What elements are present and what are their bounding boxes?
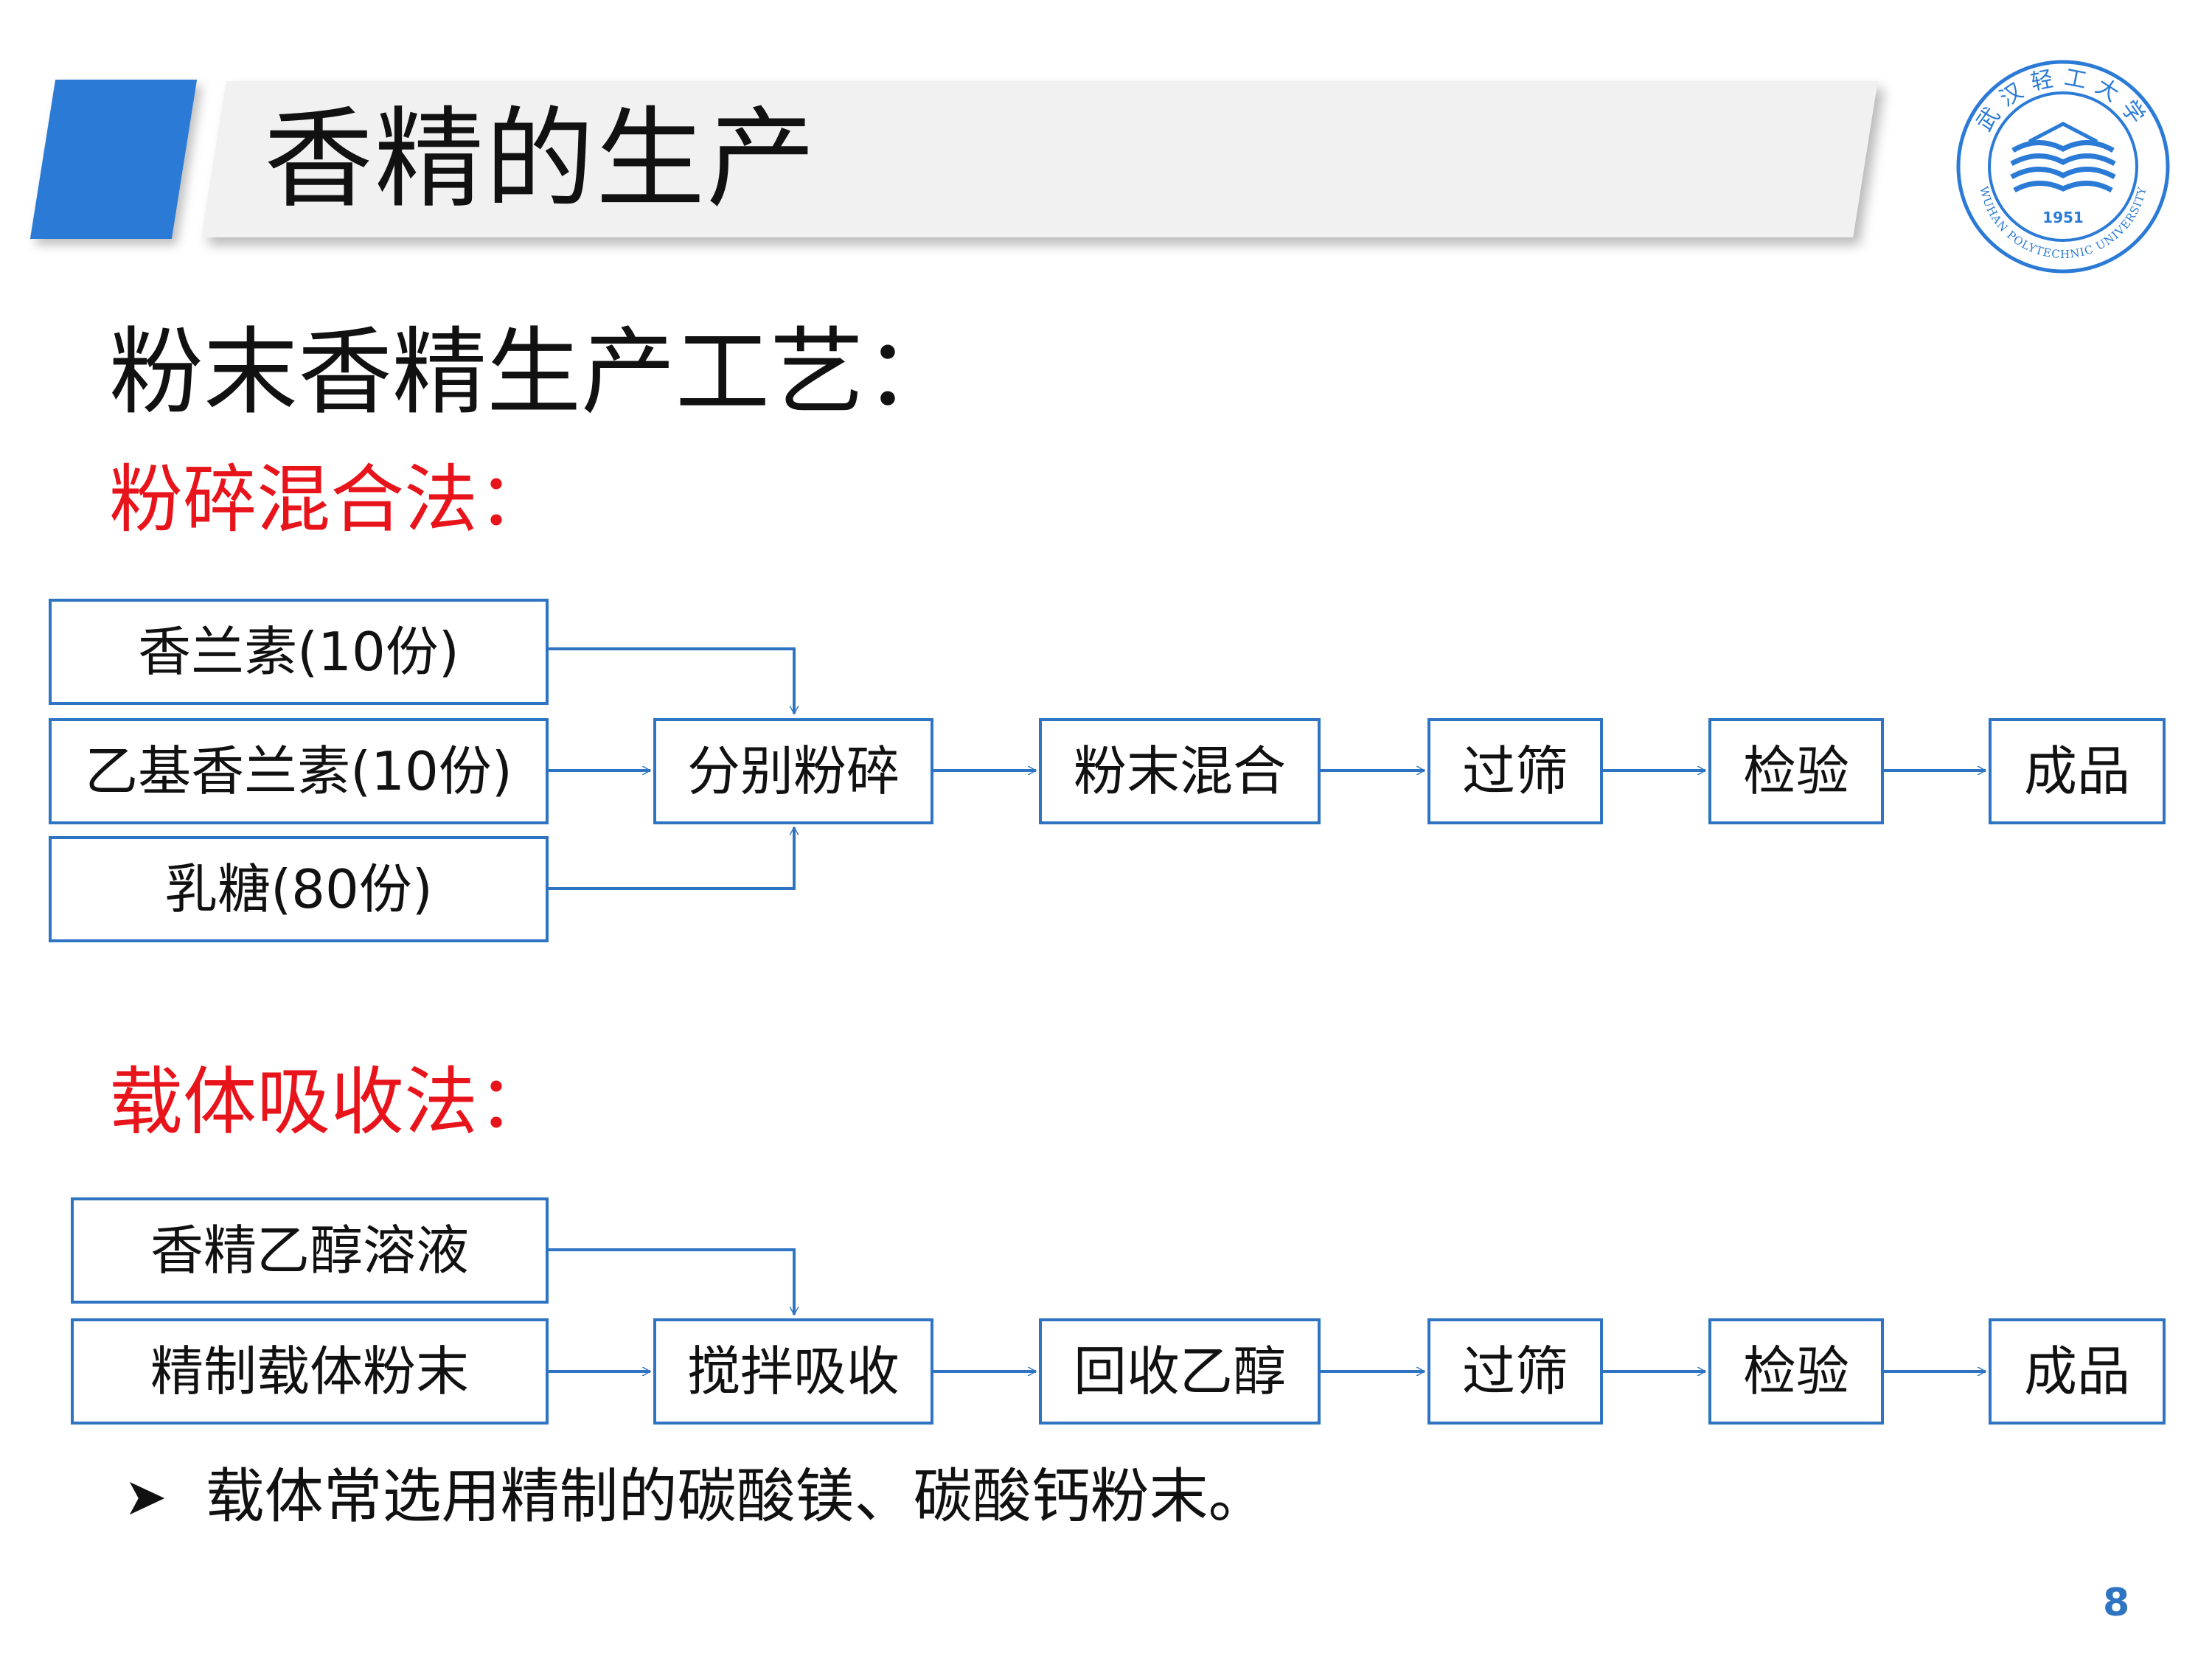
m2-step-box: 搅拌吸收 (653, 1318, 933, 1425)
page-title: 香精的生产 (264, 96, 817, 223)
m2-input-box: 香精乙醇溶液 (71, 1197, 549, 1304)
m1-input-box: 香兰素(10份) (49, 599, 549, 705)
m1-input-box: 乙基香兰素(10份) (49, 718, 549, 824)
m1-step-box: 过筛 (1427, 718, 1603, 824)
note-line: ➤ 载体常选用精制的碳酸镁、碳酸钙粉末。 (124, 1467, 1267, 1526)
arrow-m1-input3 (547, 827, 794, 890)
university-logo: 1951 武汉轻工大学 WUHAN POLYTECHNIC UNIVERSITY (1956, 60, 2170, 274)
section-subtitle: 粉末香精生产工艺： (109, 318, 959, 428)
m2-step-box: 过筛 (1427, 1318, 1603, 1425)
m1-step-box: 粉末混合 (1039, 718, 1321, 824)
m1-step-box: 分别粉碎 (653, 718, 933, 824)
m2-step-box: 成品 (1989, 1318, 2166, 1425)
m2-step-box: 回收乙醇 (1039, 1318, 1321, 1425)
logo-year: 1951 (2042, 209, 2084, 226)
m2-step-box: 检验 (1708, 1318, 1884, 1425)
note-text: 载体常选用精制的碳酸镁、碳酸钙粉末。 (205, 1462, 1267, 1531)
m1-input-box: 乳糖(80份) (49, 836, 549, 942)
arrow-m2-input1 (547, 1248, 794, 1315)
method1-heading: 粉碎混合法： (109, 456, 552, 543)
arrow-m1-input1 (547, 647, 794, 714)
method2-heading: 载体吸收法： (109, 1059, 552, 1145)
arrow-bullet-icon: ➤ (124, 1467, 167, 1527)
m1-step-box: 成品 (1989, 718, 2166, 824)
m1-step-box: 检验 (1708, 718, 1884, 824)
page-number: 8 (2103, 1581, 2130, 1625)
m2-input-box: 精制载体粉末 (71, 1318, 549, 1425)
